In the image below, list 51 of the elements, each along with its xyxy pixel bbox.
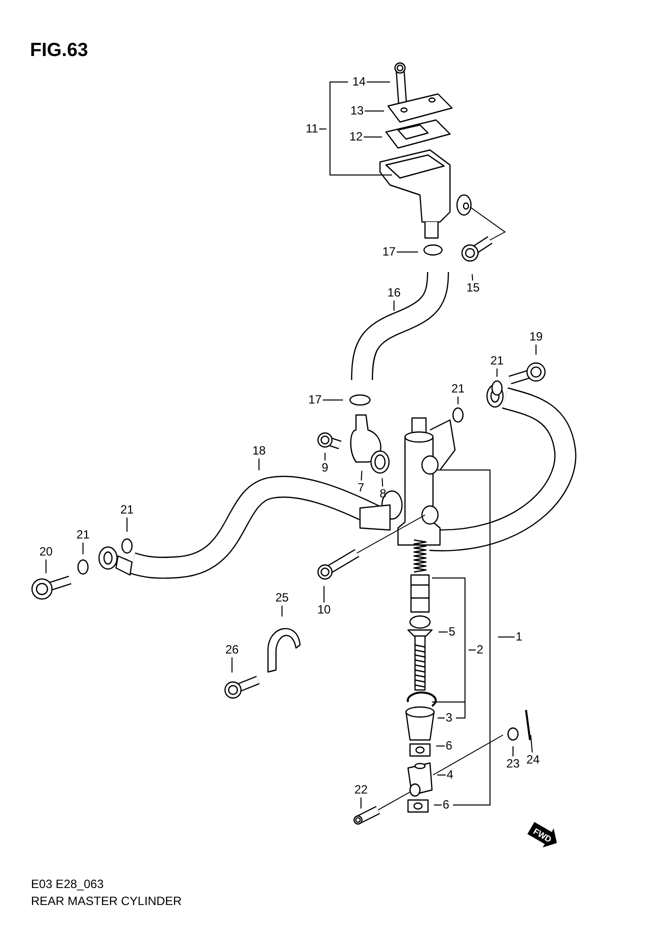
- figure-title: FIG.63: [30, 40, 88, 62]
- forward-arrow-icon: FWD: [527, 822, 557, 848]
- callout-number: 1: [516, 630, 522, 644]
- caption-text: REAR MASTER CYLINDER: [31, 894, 182, 908]
- leader-line: [382, 478, 384, 487]
- callout-number: 18: [252, 444, 266, 458]
- callout-number: 12: [349, 130, 363, 144]
- callout-number: 4: [446, 768, 454, 782]
- callout-number: 6: [442, 798, 450, 812]
- callout-number: 11: [306, 122, 318, 136]
- leader-line: [318, 128, 327, 130]
- leader-line: [498, 636, 516, 638]
- caption-text: E03 E28_063: [31, 877, 104, 891]
- callout-number: 20: [39, 546, 53, 558]
- callout-number: 3: [446, 712, 452, 724]
- callout-number: 17: [382, 246, 396, 258]
- leader-line: [258, 458, 260, 471]
- leader-line: [496, 368, 498, 378]
- callout-number: 21: [490, 354, 504, 368]
- leader-line: [126, 517, 128, 532]
- leader-line: [324, 452, 326, 461]
- leader-line: [530, 734, 533, 753]
- leader-line: [363, 136, 382, 138]
- callout-number: 21: [120, 504, 134, 516]
- callout-number: 5: [448, 626, 456, 638]
- callout-number: 17: [308, 394, 322, 406]
- callout-number: 13: [350, 104, 364, 118]
- callout-number: 21: [76, 528, 90, 542]
- leader-line: [82, 542, 84, 555]
- callout-number: 10: [317, 604, 331, 616]
- leader-line: [436, 774, 446, 776]
- callout-number: 22: [354, 784, 368, 796]
- callout-number: 21: [451, 382, 465, 396]
- callout-number: 24: [526, 754, 540, 766]
- callout-number: 6: [446, 740, 452, 752]
- callout-number: 26: [225, 644, 239, 656]
- callout-number: 14: [352, 76, 366, 88]
- callout-number: 15: [466, 282, 480, 294]
- callout-number: 25: [275, 592, 289, 604]
- leader-line: [433, 804, 442, 806]
- callout-number: 7: [358, 482, 364, 494]
- callout-number: 19: [529, 330, 543, 344]
- leader-line: [364, 110, 384, 112]
- callout-number: 9: [322, 462, 328, 474]
- leader-line: [360, 470, 362, 481]
- leader-line: [360, 797, 362, 809]
- callout-number: 23: [506, 758, 520, 770]
- callout-number: 16: [387, 286, 401, 300]
- leader-line: [512, 746, 514, 757]
- callout-number: 2: [476, 644, 484, 656]
- leader-line: [472, 274, 474, 281]
